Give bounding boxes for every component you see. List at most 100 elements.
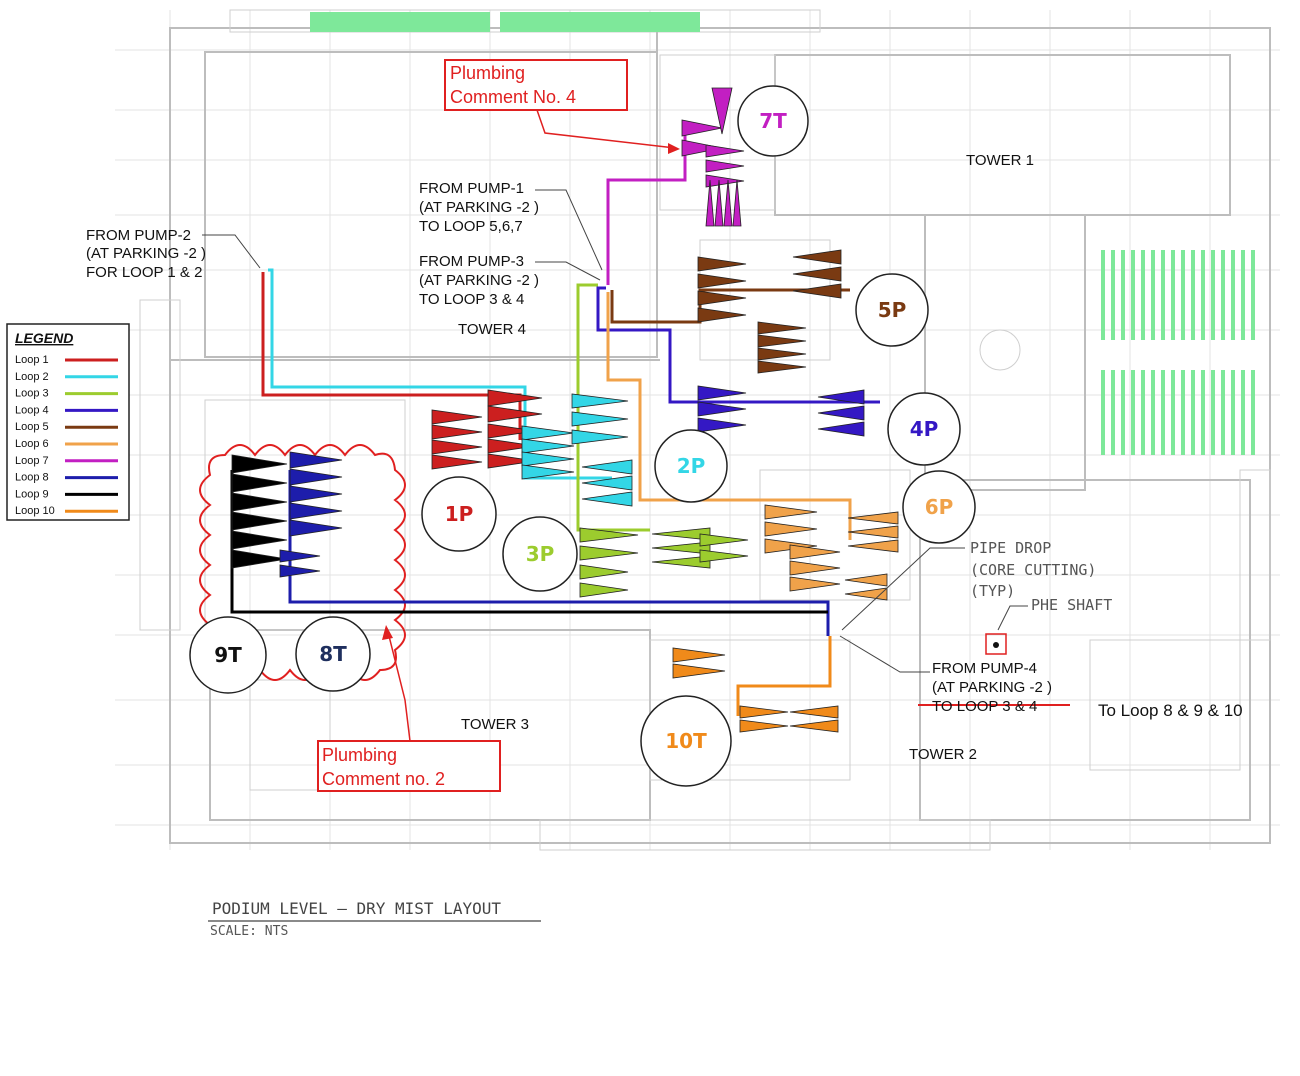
mist-nozzle xyxy=(711,87,733,135)
mist-nozzle xyxy=(581,491,633,507)
plumbing-comment-4: Plumbing Comment No. 4 xyxy=(444,59,680,154)
mist-nozzle xyxy=(739,705,789,719)
mist-nozzle xyxy=(714,179,724,227)
drawing-scale: SCALE: NTS xyxy=(210,924,288,939)
architectural-outlines xyxy=(139,9,1271,851)
zone-circle xyxy=(295,616,371,692)
mist-nozzle xyxy=(789,705,839,719)
mist-nozzle xyxy=(697,401,747,417)
zone-circle xyxy=(887,392,961,466)
zone-label: 9T xyxy=(214,643,242,667)
mist-nozzle xyxy=(697,290,747,306)
mist-nozzle xyxy=(579,545,639,561)
mist-nozzle xyxy=(757,360,807,374)
mist-nozzle xyxy=(279,564,321,578)
mist-nozzle xyxy=(723,179,733,227)
mist-nozzle xyxy=(847,525,899,539)
mist-nozzle xyxy=(789,544,841,560)
mist-nozzle xyxy=(521,425,575,441)
plumbing-comment-2: Plumbing Comment no. 2 xyxy=(317,625,501,792)
tower-1-label: TOWER 1 xyxy=(966,152,1034,169)
mist-nozzle xyxy=(521,438,575,454)
mist-nozzle xyxy=(697,417,747,433)
mist-nozzle xyxy=(487,389,543,407)
tower-4-label: TOWER 4 xyxy=(458,321,526,338)
zone-label: 5P xyxy=(878,298,907,322)
mist-nozzle xyxy=(764,504,818,520)
mist-nozzle xyxy=(844,587,888,601)
mist-nozzle xyxy=(231,530,288,550)
revision-cloud xyxy=(199,444,406,681)
mist-nozzle xyxy=(739,719,789,733)
mist-nozzle xyxy=(672,647,726,663)
legend-item-label: Loop 8 xyxy=(15,472,49,484)
mist-nozzle xyxy=(571,393,629,409)
mist-nozzle xyxy=(651,541,711,555)
mist-nozzle xyxy=(431,409,483,425)
mist-nozzle xyxy=(279,549,321,563)
annotation-leaders xyxy=(202,189,1070,706)
mist-nozzle xyxy=(431,424,483,440)
mist-nozzle xyxy=(792,249,842,265)
zone-marker-6p: 6P xyxy=(902,470,976,544)
mist-nozzle xyxy=(231,549,288,569)
mist-nozzle xyxy=(817,405,865,421)
drawing-title-block: PODIUM LEVEL — DRY MIST LAYOUT SCALE: NT… xyxy=(208,899,541,939)
zone-circle xyxy=(902,470,976,544)
mist-nozzle xyxy=(289,468,343,486)
zone-marker-1p: 1P xyxy=(421,476,497,552)
legend-item-label: Loop 3 xyxy=(15,388,49,400)
mist-nozzle xyxy=(699,549,749,563)
zone-label: 8T xyxy=(319,642,347,666)
zone-circle xyxy=(502,516,578,592)
zone-marker-5p: 5P xyxy=(855,273,929,347)
legend-title: LEGEND xyxy=(15,330,73,346)
zone-label: 4P xyxy=(910,417,939,441)
mist-nozzle xyxy=(847,539,899,553)
mist-nozzle xyxy=(844,573,888,587)
mist-nozzle xyxy=(289,451,343,469)
mist-nozzle xyxy=(789,719,839,733)
loop-4-pipe xyxy=(596,286,880,404)
zone-marker-4p: 4P xyxy=(887,392,961,466)
zone-circle xyxy=(421,476,497,552)
loop-6-pipe xyxy=(606,292,852,540)
drawing-title: PODIUM LEVEL — DRY MIST LAYOUT xyxy=(212,899,501,918)
tower-2-label: TOWER 2 xyxy=(909,746,977,763)
mist-nozzle xyxy=(697,385,747,401)
legend-item-label: Loop 9 xyxy=(15,488,49,500)
legend-item-label: Loop 4 xyxy=(15,404,49,416)
zone-circle xyxy=(737,85,809,157)
phe-shaft-note: PHE SHAFT xyxy=(1031,596,1112,614)
legend-item-label: Loop 7 xyxy=(15,455,49,467)
mist-nozzle xyxy=(579,564,629,580)
mist-nozzle xyxy=(672,663,726,679)
mist-nozzle xyxy=(681,119,723,137)
zone-label: 2P xyxy=(677,454,706,478)
mist-nozzle xyxy=(681,139,723,157)
mist-nozzle xyxy=(697,273,747,289)
zone-label: 3P xyxy=(526,542,555,566)
mist-nozzle xyxy=(431,454,483,470)
mist-nozzle xyxy=(487,438,537,454)
pump-4-note: FROM PUMP-4 (AT PARKING -2 ) TO LOOP 3 &… xyxy=(932,660,1056,715)
mist-nozzle xyxy=(705,159,745,173)
mist-nozzle xyxy=(651,527,711,541)
zone-marker-9t: 9T xyxy=(189,616,267,694)
mist-nozzle xyxy=(289,519,343,537)
legend-item-label: Loop 10 xyxy=(15,505,55,517)
zone-circle xyxy=(654,429,728,503)
legend-item-label: Loop 5 xyxy=(15,421,49,433)
mist-nozzle xyxy=(581,475,633,491)
pump-2-note: FROM PUMP-2 (AT PARKING -2 ) FOR LOOP 1 … xyxy=(86,227,210,281)
mist-nozzle xyxy=(732,179,742,227)
zone-label: 10T xyxy=(665,729,707,753)
mist-nozzle xyxy=(789,576,841,592)
mist-nozzle xyxy=(571,411,629,427)
zone-marker-10t: 10T xyxy=(640,695,732,787)
mist-nozzle-clusters xyxy=(231,87,899,733)
mist-nozzle xyxy=(521,464,575,480)
planting-strips xyxy=(310,12,1255,455)
